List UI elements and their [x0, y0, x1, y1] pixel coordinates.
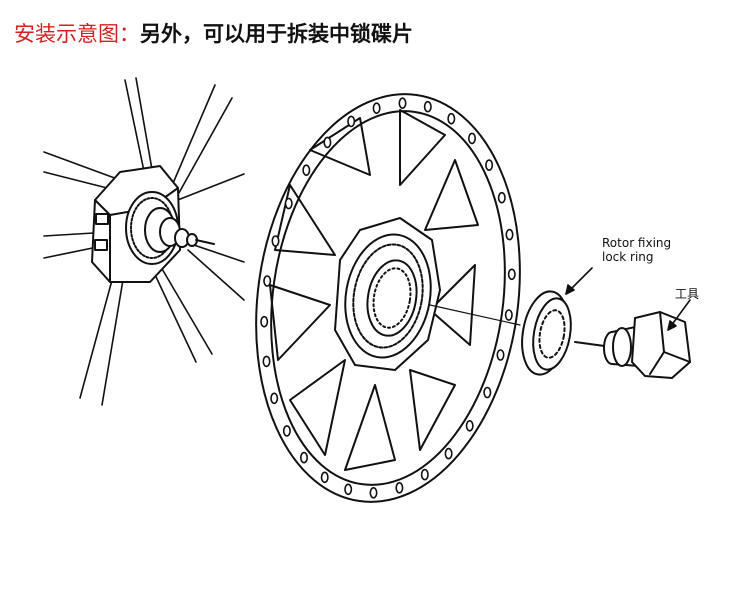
rotor-rim-hole [398, 97, 407, 109]
wheel-spokes [43, 77, 245, 406]
rotor-rim-hole [505, 228, 514, 241]
rotor-rim-hole [483, 386, 492, 399]
rotor-rim-hole [344, 483, 353, 496]
title-main: 另外，可以用于拆装中锁碟片 [140, 22, 413, 46]
rotor-rim-hole [507, 268, 516, 281]
assembly-axis [429, 304, 521, 326]
page-title: 安装示意图：另外，可以用于拆装中锁碟片 [14, 18, 413, 48]
rotor-rim-hole [323, 136, 332, 149]
rotor-rim-hole [260, 315, 269, 328]
brake-rotor [255, 93, 521, 503]
rotor-rim-hole [447, 112, 456, 125]
lock-ring-label: Rotor fixing lock ring [602, 236, 671, 264]
rotor-rim-hole [372, 102, 381, 114]
rotor-rim-hole [271, 235, 280, 247]
rotor-rim-hole [467, 132, 476, 145]
rotor-rim-hole [444, 447, 453, 460]
wheel-hub [91, 165, 215, 283]
rotor-lock-ring [521, 290, 572, 376]
rotor-rim-hole [282, 425, 291, 437]
rotor-rim-hole [320, 471, 329, 484]
rotor-rim-hole [369, 486, 378, 499]
callout-leaders [565, 267, 691, 331]
rotor-rim-hole [504, 309, 513, 321]
rotor-rim-hole [270, 392, 279, 405]
lock-ring-label-line1: Rotor fixing [602, 236, 672, 250]
rotor-rim-hole [299, 451, 308, 464]
rotor-rim-hole [347, 115, 356, 128]
rotor-rim-hole [423, 100, 432, 113]
rotor-rim-hole [420, 468, 429, 481]
rotor-rim-hole [262, 355, 271, 368]
rotor-rim-hole [302, 164, 311, 176]
rotor-rim-hole [497, 191, 506, 204]
rotor-rim-holes [260, 97, 516, 499]
rotor-rim-hole [496, 349, 505, 361]
rotor-rim-hole [465, 419, 474, 432]
rotor-rim-hole [395, 481, 404, 494]
tool-label: 工具 [675, 287, 700, 301]
rotor-rim-hole [284, 197, 293, 210]
title-prefix: 安装示意图： [14, 22, 140, 46]
lockring-tool [574, 311, 691, 379]
rotor-rim-hole [485, 159, 494, 171]
lock-ring-label-line2: lock ring [602, 250, 654, 264]
rotor-rim-hole [263, 275, 272, 287]
